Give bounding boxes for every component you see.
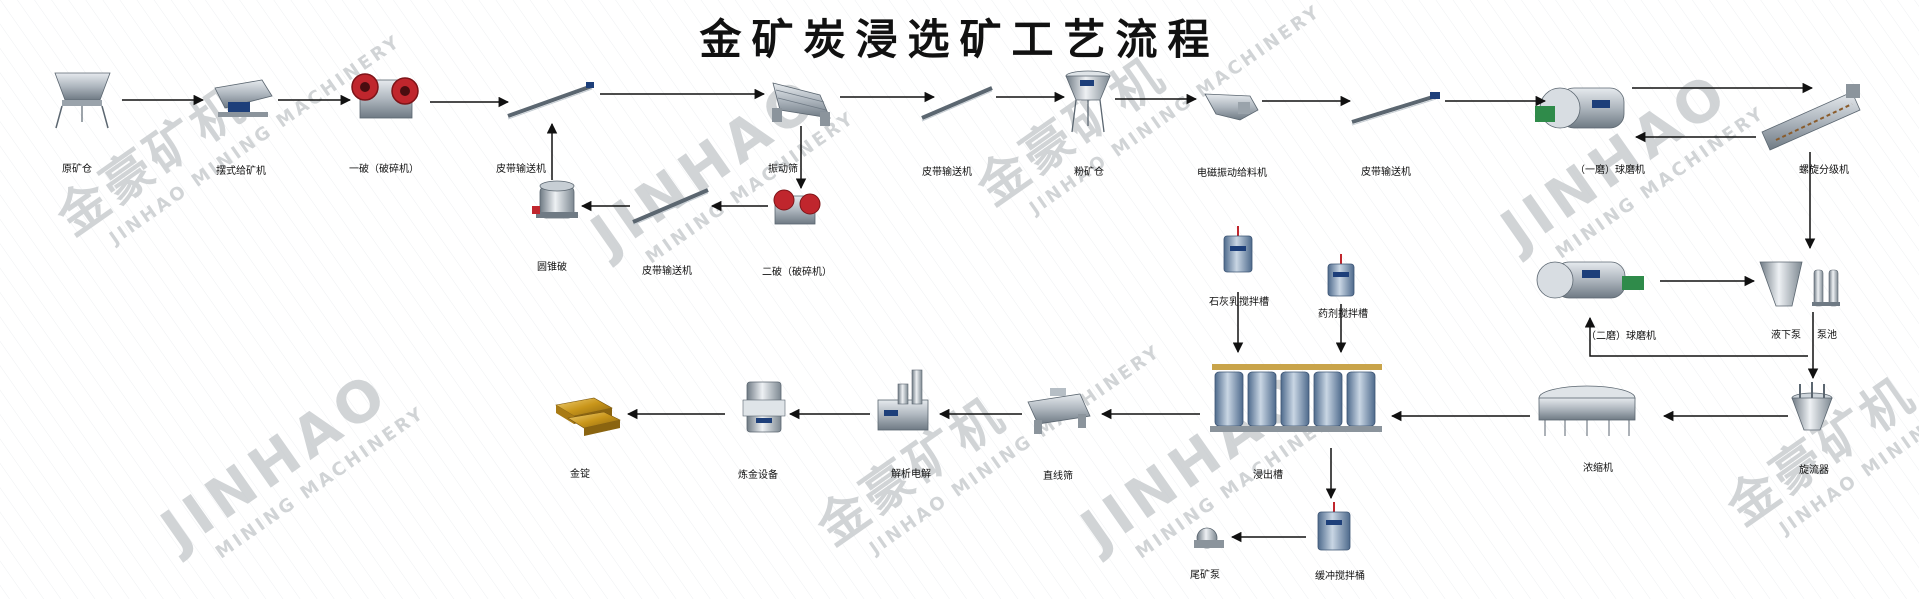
flow-arrows	[122, 82, 1819, 543]
belt-conveyor-2-icon	[921, 86, 993, 122]
label-reagent-tank: 药剂搅拌槽	[1318, 309, 1368, 320]
thickener-icon	[1538, 385, 1636, 436]
label-thickener: 浓缩机	[1583, 463, 1613, 474]
label-electrolysis: 解析电解	[891, 469, 931, 480]
label-linear-screen: 直线筛	[1043, 471, 1073, 482]
linear-screen-icon	[1027, 388, 1091, 434]
label-gold-ingot: 金锭	[570, 469, 590, 480]
ball-mill-1-icon	[1535, 87, 1625, 129]
label-vibrating-screen: 振动筛	[768, 164, 798, 175]
cone-crusher-icon	[532, 180, 578, 219]
label-lime-tank: 石灰乳搅拌槽	[1209, 297, 1269, 308]
belt-conveyor-1-icon	[507, 82, 594, 120]
label-belt-conveyor-1: 皮带输送机	[496, 164, 546, 175]
leaching-tank-icon	[1210, 364, 1382, 432]
label-raw-bin: 原矿仓	[62, 164, 92, 175]
vibrating-screen-icon	[772, 82, 831, 126]
gold-ingot-icon	[555, 397, 621, 436]
label-cone-crusher: 圆锥破	[537, 262, 567, 273]
label-tailing-pump: 尾矿泵	[1190, 570, 1220, 581]
label-submerged-pump: 液下泵	[1771, 330, 1801, 341]
label-leaching-tank: 浸出槽	[1253, 470, 1283, 481]
label-spiral-classifier: 螺旋分级机	[1799, 165, 1849, 176]
smelting-icon	[742, 381, 786, 433]
label-pump-pool: 泵池	[1817, 330, 1837, 341]
label-buffer-tank: 缓冲搅拌桶	[1315, 571, 1365, 582]
label-ball-mill-2: （二磨）球磨机	[1586, 331, 1656, 342]
label-belt-conveyor-2: 皮带输送机	[922, 167, 972, 178]
label-ball-mill-1: （一磨）球磨机	[1575, 165, 1645, 176]
label-belt-conveyor-return: 皮带输送机	[642, 266, 692, 277]
label-powder-bin: 粉矿仓	[1074, 167, 1104, 178]
ball-mill-2-icon	[1536, 261, 1644, 299]
raw-bin-icon	[54, 72, 111, 129]
spiral-classifier-icon	[1761, 84, 1861, 151]
label-belt-conveyor-3: 皮带输送机	[1361, 167, 1411, 178]
belt-conveyor-return-icon	[632, 188, 709, 226]
primary-crusher-icon	[351, 73, 419, 119]
secondary-crusher-icon	[773, 189, 821, 225]
submerged-pump-icon	[1759, 261, 1803, 307]
electrolysis-icon	[877, 369, 929, 431]
page-title: 金矿炭浸选矿工艺流程	[699, 15, 1220, 64]
label-smelting: 炼金设备	[738, 470, 778, 481]
hydrocyclone-icon	[1791, 382, 1833, 431]
belt-conveyor-3-icon	[1351, 92, 1440, 126]
reagent-tank-icon	[1327, 254, 1355, 297]
arrow-cyclone-mill2	[1584, 316, 1808, 357]
label-primary-crusher: 一破（破碎机）	[349, 164, 419, 175]
label-hydrocyclone: 旋流器	[1799, 465, 1829, 476]
electromagnetic-feeder-icon	[1204, 93, 1259, 121]
pump-pool-icon	[1812, 269, 1840, 307]
label-secondary-crusher: 二破（破碎机）	[762, 267, 832, 278]
buffer-tank-icon	[1317, 502, 1351, 551]
vibrating-feeder-icon	[214, 79, 273, 117]
powder-bin-icon	[1065, 70, 1111, 133]
lime-tank-icon	[1223, 226, 1253, 273]
tailing-pump-icon	[1194, 527, 1224, 549]
label-electromagnetic-feeder: 电磁振动给料机	[1197, 168, 1267, 179]
label-vibrating-feeder: 摆式给矿机	[216, 166, 266, 177]
